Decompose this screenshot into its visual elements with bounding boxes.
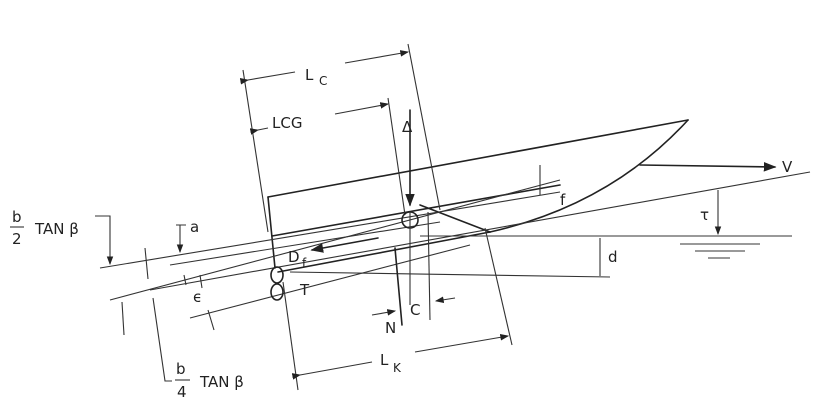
- epsilon-label: ϵ: [193, 288, 202, 306]
- f-label: f: [560, 191, 566, 209]
- thrust-label: T: [299, 281, 310, 299]
- friction-drag-arrow: D f: [288, 237, 379, 270]
- lk-dimension: L K: [282, 227, 513, 391]
- df-label: D: [288, 248, 300, 266]
- hull-outline: [267, 119, 689, 273]
- reference-lines: [99, 171, 811, 319]
- delta-label: Δ: [402, 118, 413, 136]
- df-subscript: f: [302, 256, 307, 270]
- a-dimension: a: [176, 218, 199, 252]
- draft-dimension: d: [599, 238, 618, 276]
- lk-label: L: [380, 351, 389, 369]
- half-b-denominator: 2: [12, 230, 22, 248]
- quarter-b-tan-beta: TAN β: [199, 373, 244, 391]
- tau-label: τ: [700, 206, 709, 224]
- weight-arrow: Δ: [401, 109, 419, 305]
- lc-label: L: [305, 66, 314, 84]
- d-label: d: [608, 248, 618, 266]
- half-b-tan-beta: TAN β: [34, 220, 79, 238]
- trim-angle: τ: [700, 190, 722, 236]
- propeller-icon: [270, 266, 284, 301]
- v-label: V: [782, 158, 793, 176]
- quarter-beam-tan-dimension: b 4 TAN β: [121, 297, 244, 401]
- half-b-numerator: b: [12, 208, 22, 226]
- a-label: a: [190, 218, 199, 236]
- quarter-b-numerator: b: [176, 360, 186, 378]
- velocity-arrow: V: [639, 158, 793, 176]
- lcg-dimension: LCG: [249, 97, 406, 216]
- lc-subscript: C: [319, 74, 327, 88]
- half-beam-tan-dimension: b 2 TAN β: [10, 208, 149, 280]
- epsilon-angle: ϵ: [183, 274, 215, 331]
- c-dimension: C: [410, 211, 456, 321]
- n-label: N: [385, 319, 396, 337]
- quarter-b-denominator: 4: [177, 383, 187, 401]
- f-dimension: f: [539, 165, 566, 209]
- water-line: [420, 235, 792, 259]
- lk-subscript: K: [393, 361, 402, 375]
- lc-dimension: L C: [239, 43, 441, 233]
- normal-force: N: [371, 247, 403, 337]
- c-label: C: [410, 301, 420, 319]
- lcg-label: LCG: [272, 114, 302, 132]
